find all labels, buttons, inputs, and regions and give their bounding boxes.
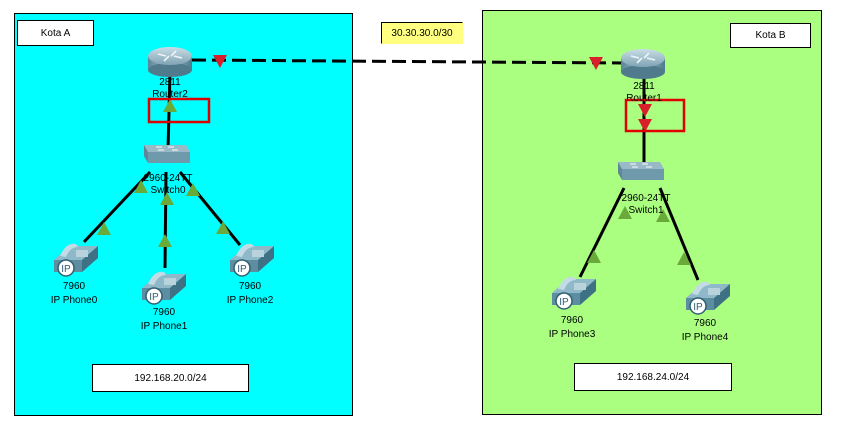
phone0-name: IP Phone0: [50, 295, 98, 306]
phone2-port-status-up-icon: [216, 221, 230, 234]
phone3-model: 7960: [560, 315, 584, 326]
phone4-port-status-up-icon: [677, 252, 691, 265]
area-kota-a: [14, 13, 353, 416]
link-switch1-phone4[interactable]: [658, 187, 700, 281]
phone1-icon[interactable]: IP: [142, 271, 186, 305]
phone2-icon[interactable]: IP: [230, 243, 274, 277]
link-switch1-phone3[interactable]: [578, 187, 626, 278]
link-switch0-phone1[interactable]: [163, 171, 168, 269]
phone0-port-status-up-icon: [97, 222, 111, 235]
phone3-ip-badge: [555, 292, 573, 310]
wan-status-router2-down-icon: [213, 55, 227, 68]
phone4-name: IP Phone4: [681, 332, 729, 343]
phone3-ip-badge-text: IP: [559, 297, 569, 308]
label-kota-b[interactable]: Kota B: [730, 23, 811, 48]
link-switch0-phone0[interactable]: [82, 170, 152, 244]
router1-port-status-1-down-icon: [638, 104, 652, 117]
switch0-port-status-phone1-up-icon: [160, 192, 174, 205]
router1-model: 2811: [633, 81, 655, 92]
phone3-name: IP Phone3: [548, 329, 596, 340]
phone0-ip-badge-text: IP: [61, 264, 71, 275]
highlight-box-router1-port: [624, 98, 686, 133]
router1-name: Router1: [626, 93, 662, 104]
switch1-icon[interactable]: [617, 161, 665, 181]
switch0-model: 2960-24TT: [143, 173, 193, 184]
phone0-ip-badge: [57, 259, 75, 277]
switch1-port-status-phone4-up-icon: [656, 209, 670, 222]
router2-port-status-up-icon: [163, 99, 177, 112]
router2-icon[interactable]: [147, 46, 193, 78]
switch0-port-status-phone0-up-icon: [134, 180, 148, 193]
highlight-box-router2-port: [147, 97, 211, 124]
router1-port-status-2-down-icon: [638, 119, 652, 132]
router2-name: Router2: [152, 89, 188, 100]
phone3-icon[interactable]: IP: [552, 276, 596, 310]
phone4-ip-badge: [689, 297, 707, 315]
phone4-model: 7960: [693, 318, 717, 329]
label-wan-network[interactable]: 30.30.30.0/30: [381, 22, 463, 44]
phone2-ip-badge-text: IP: [237, 264, 247, 275]
phone0-icon[interactable]: IP: [54, 243, 98, 277]
switch0-name: Switch0: [150, 185, 186, 196]
phone3-port-status-up-icon: [587, 250, 601, 263]
router2-model: 2811: [159, 77, 181, 88]
wan-status-router1-down-icon: [589, 57, 603, 70]
phone4-icon[interactable]: IP: [686, 281, 730, 315]
phone0-model: 7960: [62, 281, 86, 292]
phone1-ip-badge-text: IP: [149, 292, 159, 303]
switch1-name: Switch1: [628, 205, 664, 216]
switch0-icon[interactable]: [143, 144, 191, 164]
label-network-a[interactable]: 192.168.20.0/24: [92, 364, 249, 392]
phone4-ip-badge-text: IP: [693, 302, 703, 313]
phone1-model: 7960: [152, 307, 176, 318]
phone1-port-status-up-icon: [158, 234, 172, 247]
switch0-port-status-phone2-up-icon: [186, 183, 200, 196]
phone2-model: 7960: [238, 281, 262, 292]
phone2-ip-badge: [233, 259, 251, 277]
switch1-model: 2960-24TT: [621, 193, 671, 204]
phone2-name: IP Phone2: [226, 295, 274, 306]
phone1-ip-badge: [145, 287, 163, 305]
label-network-b[interactable]: 192.168.24.0/24: [574, 363, 732, 391]
label-kota-a[interactable]: Kota A: [17, 20, 94, 46]
router1-icon[interactable]: [620, 48, 666, 80]
link-switch0-phone2[interactable]: [178, 171, 242, 246]
link-wan[interactable]: [191, 58, 623, 65]
phone1-name: IP Phone1: [140, 321, 188, 332]
switch1-port-status-phone3-up-icon: [618, 206, 632, 219]
